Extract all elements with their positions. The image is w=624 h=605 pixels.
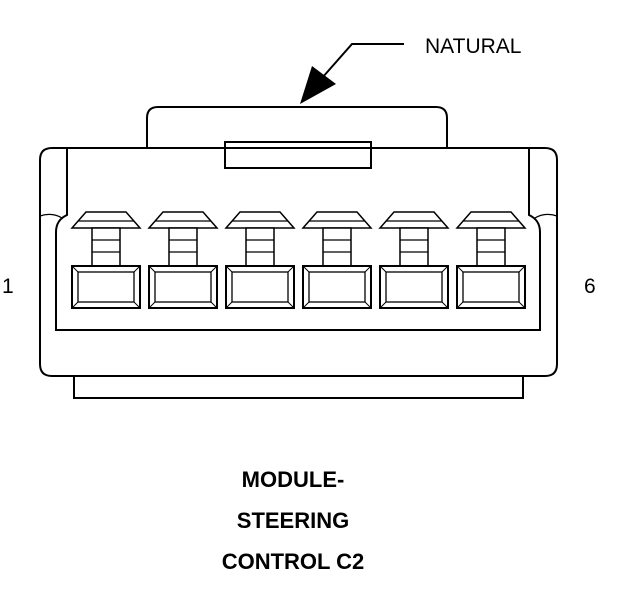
terminal-cavity-6 [455, 211, 527, 309]
cavity-terminal-box [456, 265, 526, 309]
terminal-cavity-2 [147, 211, 219, 309]
cavity-terminal-inner [77, 271, 135, 303]
cavity-stem [476, 227, 506, 267]
cavity-bevel [441, 265, 449, 273]
pin-label-last: 6 [584, 275, 596, 298]
cavity-bevel [133, 301, 141, 309]
cavity-terminal-inner [462, 271, 520, 303]
cavity-bevel [379, 265, 387, 273]
cavity-terminal-box [379, 265, 449, 309]
terminal-cavity-3 [224, 211, 296, 309]
cavity-stem [245, 227, 275, 267]
cavity-bevel [456, 265, 464, 273]
housing-corner-left [39, 213, 63, 219]
cavity-terminal-box [71, 265, 141, 309]
cavity-terminal-inner [154, 271, 212, 303]
cavity-bevel [148, 301, 156, 309]
cavity-bevel [210, 265, 218, 273]
caption-line-1: MODULE- [242, 467, 345, 492]
cavity-terminal-box [148, 265, 218, 309]
cavity-bevel [518, 301, 526, 309]
cavity-terminal-inner [385, 271, 443, 303]
cavity-stem [322, 227, 352, 267]
caption-line-2: STEERING [237, 508, 349, 533]
cavity-bevel [71, 265, 79, 273]
callout-leader-line [321, 43, 404, 79]
connector-housing-outer [39, 147, 558, 377]
terminal-cavities [70, 211, 527, 309]
connector-caption: MODULE- STEERING CONTROL C2 [222, 467, 365, 574]
cavity-bevel [364, 301, 372, 309]
cavity-bevel [210, 301, 218, 309]
pin-label-first: 1 [2, 275, 14, 298]
cavity-terminal-box [302, 265, 372, 309]
cavity-bevel [148, 265, 156, 273]
cavity-bevel [364, 265, 372, 273]
cavity-bevel [287, 265, 295, 273]
cavity-bevel [225, 301, 233, 309]
color-label: NATURAL [425, 35, 521, 58]
callout-arrowhead [300, 66, 336, 104]
cavity-latch-top [224, 211, 296, 229]
cavity-bevel [379, 301, 387, 309]
terminal-cavity-1 [70, 211, 142, 309]
cavity-stem [91, 227, 121, 267]
cavity-bevel [302, 265, 310, 273]
cavity-bevel [302, 301, 310, 309]
cavity-terminal-inner [231, 271, 289, 303]
connector-lock-window [224, 141, 372, 169]
terminal-cavity-5 [378, 211, 450, 309]
terminal-cavity-4 [301, 211, 373, 309]
cavity-bevel [441, 301, 449, 309]
color-callout: NATURAL [300, 35, 521, 104]
cavity-latch-top [455, 211, 527, 229]
caption-line-3: CONTROL C2 [222, 549, 365, 574]
cavity-terminal-box [225, 265, 295, 309]
cavity-stem [399, 227, 429, 267]
cavity-latch-top [147, 211, 219, 229]
cavity-bevel [133, 265, 141, 273]
cavity-latch-top [70, 211, 142, 229]
cavity-bevel [225, 265, 233, 273]
connector-bottom-skirt [73, 376, 524, 399]
cavity-bevel [71, 301, 79, 309]
connector-latch-tab [146, 106, 448, 148]
cavity-stem [168, 227, 198, 267]
cavity-latch-top [378, 211, 450, 229]
cavity-terminal-inner [308, 271, 366, 303]
cavity-bevel [287, 301, 295, 309]
connector-housing-inner [55, 148, 541, 331]
cavity-bevel [518, 265, 526, 273]
housing-corner-right [534, 213, 558, 219]
cavity-bevel [456, 301, 464, 309]
cavity-latch-top [301, 211, 373, 229]
